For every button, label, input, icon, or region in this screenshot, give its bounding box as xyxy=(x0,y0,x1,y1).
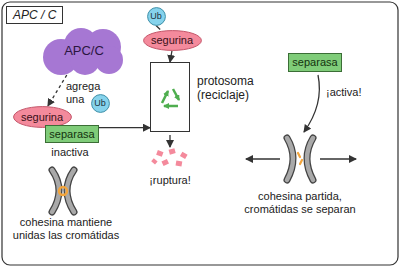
securin-ellipse xyxy=(143,30,201,50)
frame xyxy=(2,2,398,265)
arrow xyxy=(320,158,356,159)
securin-fragment xyxy=(161,159,169,166)
cohesin-fragment xyxy=(298,153,300,157)
state-label: inactiva xyxy=(40,146,100,159)
diagram-title: APC / C xyxy=(6,6,63,24)
chromatid xyxy=(287,138,293,180)
node-text: segurina xyxy=(151,34,193,47)
dashed-arrow xyxy=(48,75,67,106)
recycle-icon xyxy=(173,89,179,100)
arrow xyxy=(246,158,280,159)
securin-fragment xyxy=(176,161,183,167)
node-text: segurina xyxy=(21,111,63,124)
securin-fragment xyxy=(151,158,157,164)
chromatid xyxy=(287,138,293,180)
edge-label: agrega una xyxy=(66,80,108,105)
state-label: ¡ruptura! xyxy=(135,174,205,187)
securin-fragment xyxy=(156,150,163,157)
node-text: separasa xyxy=(49,128,94,141)
chromatid xyxy=(307,138,313,180)
chromatid xyxy=(307,138,313,180)
ubiquitin-circle xyxy=(91,94,109,112)
caption-note: cohesina partida, cromátidas se separan xyxy=(232,190,368,215)
ubiquitin-circle xyxy=(147,7,165,25)
proteasome-box: protosoma (reciclaje) xyxy=(150,62,190,132)
cohesin-fragment xyxy=(300,160,302,164)
arrow xyxy=(304,75,319,132)
apc-c-complex: APC/C xyxy=(41,27,127,75)
recycle-icon xyxy=(162,91,168,103)
node-text: separasa xyxy=(292,56,337,69)
tag-link xyxy=(156,26,160,30)
node-text: Ub xyxy=(94,98,106,108)
arrow xyxy=(169,135,170,147)
process-arrow xyxy=(170,51,172,63)
cohesin-ring xyxy=(59,187,67,195)
securin-fragment xyxy=(180,152,188,159)
process-arrow xyxy=(99,127,150,128)
securin-protein: segurina xyxy=(143,30,202,51)
separase-enzyme: separasa xyxy=(288,53,342,72)
node-text: Ub xyxy=(150,11,162,21)
recycle-icon xyxy=(164,105,178,108)
node-text: APC/C xyxy=(64,44,104,59)
separase-enzyme: separasa xyxy=(45,125,99,143)
securin-fragment xyxy=(169,148,176,154)
node-text: protosoma (reciclaje) xyxy=(197,75,267,103)
caption-note: cohesina mantiene unidas las cromátidas xyxy=(3,216,129,241)
ubiquitin-tag: Ub xyxy=(91,94,110,113)
state-label: ¡activa! xyxy=(326,86,386,99)
ubiquitin-tag: Ub xyxy=(147,7,166,26)
